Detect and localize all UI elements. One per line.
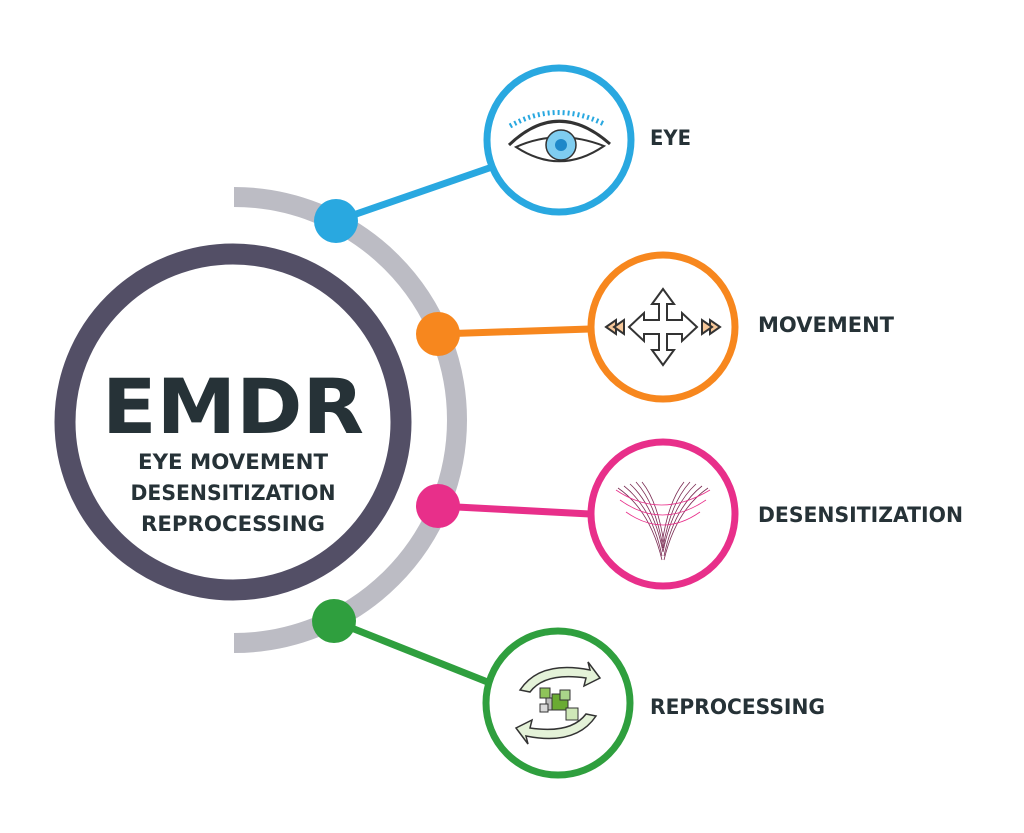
dot-desensitization [416,484,460,528]
label-desensitization: DESENSITIZATION [758,503,963,527]
dot-movement [416,312,460,356]
connector-reprocessing [332,617,492,687]
main-ring [54,243,412,601]
label-movement: MOVEMENT [758,313,895,337]
recycle-squares-icon [514,661,602,745]
node-reprocessing: REPROCESSING [482,627,825,779]
mesh-wave-icon [615,481,711,561]
label-eye: EYE [650,126,691,150]
connector-desensitization [437,502,591,518]
subtitle-line-1: EYE MOVEMENT [138,450,329,474]
connector-eye [334,162,497,225]
subtitle-line-2: DESENSITIZATION [131,481,336,505]
dot-reprocessing [312,599,356,643]
label-reprocessing: REPROCESSING [650,695,825,719]
node-desensitization: DESENSITIZATION [587,438,963,590]
node-desensitization-circle [587,438,739,590]
node-eye: EYE [483,64,691,216]
move-arrows-icon [604,287,722,367]
emdr-title: EMDR [102,362,364,451]
node-movement: MOVEMENT [587,251,895,403]
connector-movement [437,325,591,338]
subtitle-line-3: REPROCESSING [141,512,325,536]
eye-icon [507,110,611,163]
dot-eye [314,199,358,243]
